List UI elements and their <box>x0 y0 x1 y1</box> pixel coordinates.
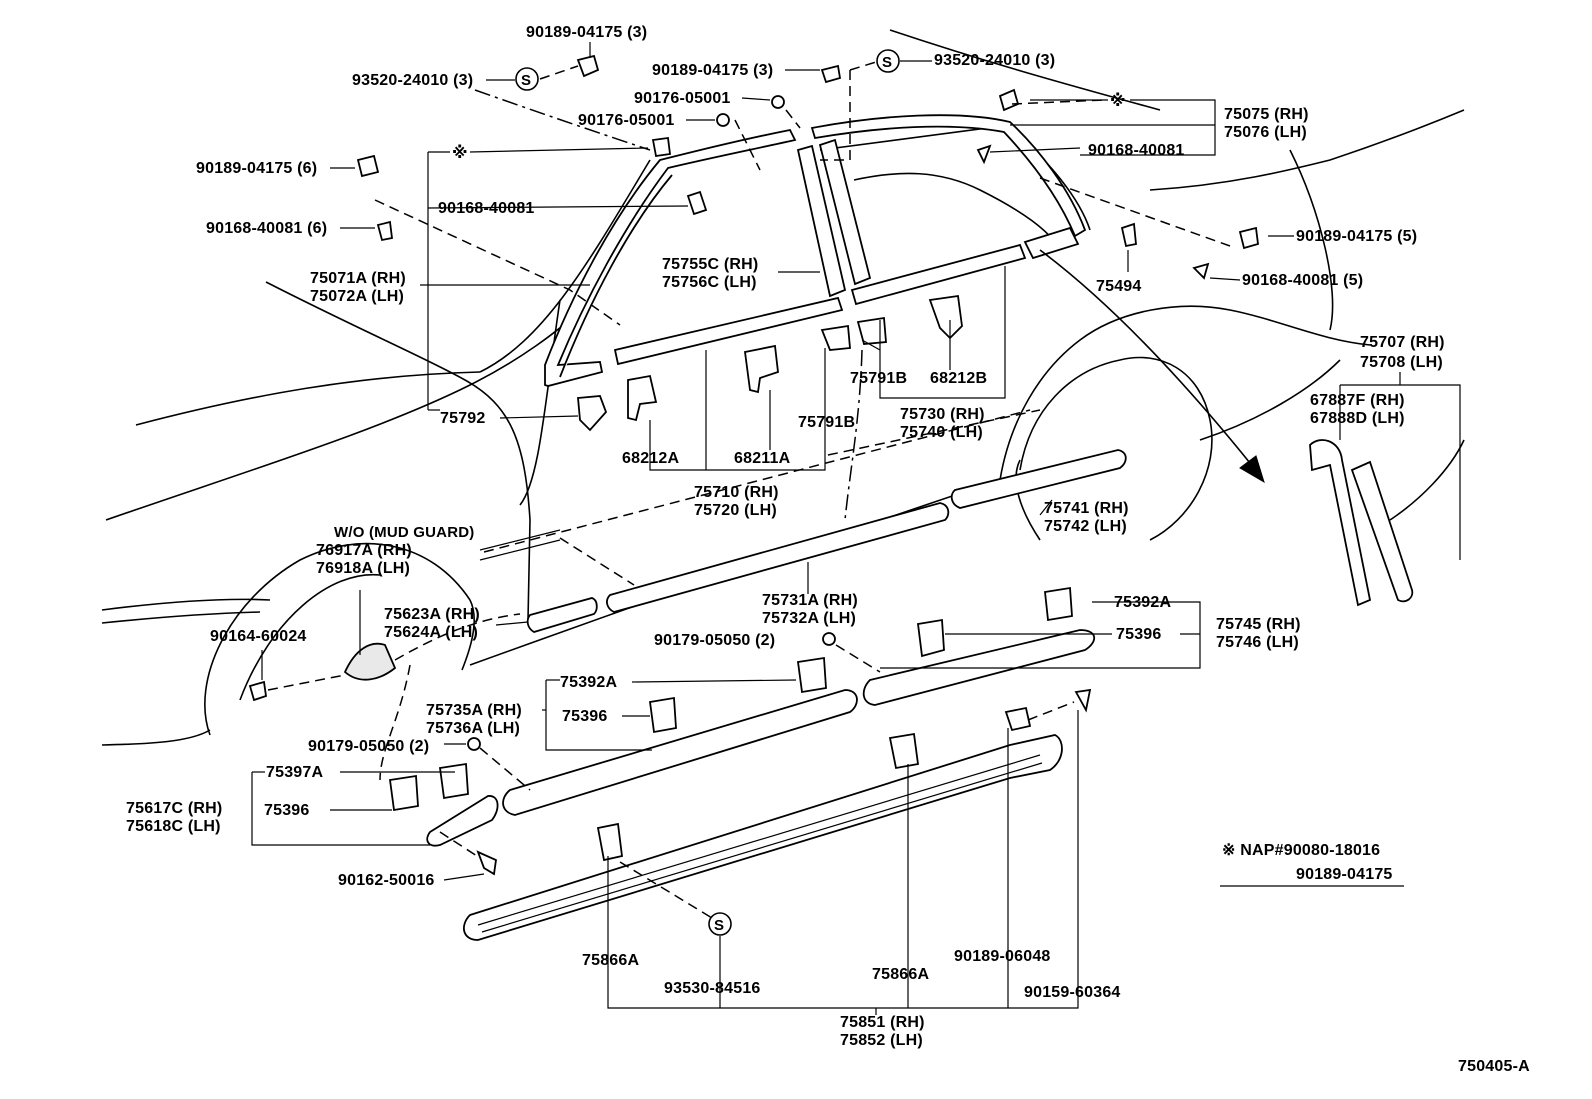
label-part: 75735A (RH) <box>426 702 522 719</box>
pillar-garnish <box>796 138 872 298</box>
label-part: 75494 <box>1096 278 1142 295</box>
label-part: 93530-84516 <box>664 980 761 997</box>
label-part: 75396 <box>562 708 608 725</box>
asterisk-left: ※ <box>452 143 468 162</box>
label-part: 90176-05001 <box>578 112 675 129</box>
asterisk-marks: ※ ※ <box>452 91 1126 162</box>
label-part: 75866A <box>582 952 640 969</box>
label-part: 75791B <box>798 414 856 431</box>
label-part: 75071A (RH) <box>310 270 406 287</box>
label-part: 90179-05050 (2) <box>308 738 430 755</box>
label-part: 93520-24010 (3) <box>934 52 1056 69</box>
label-part: 90189-04175 <box>1296 866 1393 883</box>
label-part: 75397A <box>266 764 324 781</box>
label-note: W/O (MUD GUARD) <box>334 524 475 541</box>
s-symbol-2: S <box>882 54 892 71</box>
asterisk-right: ※ <box>1110 91 1126 110</box>
label-part: 75075 (RH) <box>1224 106 1309 123</box>
label-part: 90168-40081 (6) <box>206 220 328 237</box>
label-part: 90168-40081 <box>438 200 535 217</box>
quarter-garnish <box>1309 439 1414 607</box>
door-mouldings <box>479 409 1127 633</box>
label-part: 90189-04175 (5) <box>1296 228 1418 245</box>
label-part: 75708 (LH) <box>1360 354 1443 371</box>
label-part: 75852 (LH) <box>840 1032 923 1049</box>
label-part: 90189-04175 (3) <box>652 62 774 79</box>
label-part: 75396 <box>264 802 310 819</box>
rocker-mouldings <box>426 629 1096 847</box>
s-symbol-3: S <box>714 917 724 934</box>
label-part: 90176-05001 <box>634 90 731 107</box>
label-part: 68212B <box>930 370 988 387</box>
s-symbol-letters: S S S <box>521 54 892 934</box>
label-part: 75392A <box>1114 594 1172 611</box>
label-part: 67887F (RH) <box>1310 392 1405 409</box>
label-part: 75392A <box>560 674 618 691</box>
label-part: 90189-04175 (3) <box>526 24 648 41</box>
label-part: 75710 (RH) <box>694 484 779 501</box>
label-part: 68212A <box>622 450 680 467</box>
label-part: 93520-24010 (3) <box>352 72 474 89</box>
label-part: 75730 (RH) <box>900 406 985 423</box>
label-part: 75617C (RH) <box>126 800 223 817</box>
label-part: 75866A <box>872 966 930 983</box>
sill-step <box>463 734 1063 941</box>
mud-guard <box>239 573 397 701</box>
label-part: 90168-40081 (5) <box>1242 272 1364 289</box>
label-part: 75792 <box>440 410 486 427</box>
s-symbol-1: S <box>521 72 531 89</box>
label-part: 90164-60024 <box>210 628 307 645</box>
car-body-outline <box>101 29 1465 746</box>
label-part: 75076 (LH) <box>1224 124 1307 141</box>
s-symbol-circles <box>515 49 900 936</box>
label-part: 76918A (LH) <box>316 560 411 577</box>
roof-moulding <box>810 114 1087 238</box>
label-part: 75851 (RH) <box>840 1014 925 1031</box>
belt-mouldings <box>613 226 1080 366</box>
label-part: 75731A (RH) <box>762 592 858 609</box>
label-part: 67888D (LH) <box>1310 410 1405 427</box>
label-part: 75745 (RH) <box>1216 616 1301 633</box>
label-part: 75720 (LH) <box>694 502 777 519</box>
label-part: 90189-04175 (6) <box>196 160 318 177</box>
label-part: 75756C (LH) <box>662 274 757 291</box>
label-part: 76917A (RH) <box>316 542 412 559</box>
clips <box>248 54 1259 876</box>
label-part: 75746 (LH) <box>1216 634 1299 651</box>
label-part: 75732A (LH) <box>762 610 857 627</box>
label-part: 90189-06048 <box>954 948 1051 965</box>
label-part: 75742 (LH) <box>1044 518 1127 535</box>
label-part: 75707 (RH) <box>1360 334 1445 351</box>
window-frame-moulding <box>544 128 797 387</box>
label-part: 90168-40081 <box>1088 142 1185 159</box>
label-part: 75618C (LH) <box>126 818 221 835</box>
label-part: 90162-50016 <box>338 872 435 889</box>
label-part: 75740 (LH) <box>900 424 983 441</box>
label-part: 75741 (RH) <box>1044 500 1129 517</box>
label-note: ※ NAP#90080-18016 <box>1222 842 1381 859</box>
label-part: 75791B <box>850 370 908 387</box>
label-part: 90159-60364 <box>1024 984 1121 1001</box>
label-part: 75624A (LH) <box>384 624 479 641</box>
leader-lines <box>251 42 1461 1015</box>
label-part: 90179-05050 (2) <box>654 632 776 649</box>
label-part: 75396 <box>1116 626 1162 643</box>
label-part: 75755C (RH) <box>662 256 759 273</box>
label-part: 75736A (LH) <box>426 720 521 737</box>
label-part: 68211A <box>734 450 791 467</box>
label-part: 75623A (RH) <box>384 606 480 623</box>
label-part: 75072A (LH) <box>310 288 405 305</box>
diagram-id: 750405-A <box>1458 1058 1530 1075</box>
